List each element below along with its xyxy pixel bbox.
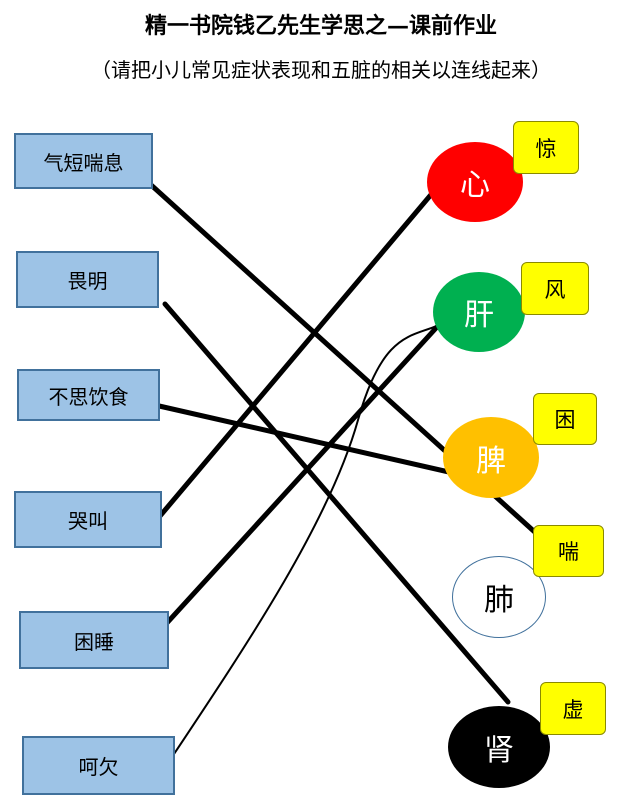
organ-tag-chuan: 喘 xyxy=(533,525,604,577)
organ-tag-jing: 惊 xyxy=(513,121,579,174)
line-busi-to-pi xyxy=(143,400,487,483)
organ-circle-shen: 肾 xyxy=(448,706,550,788)
symptom-box-busi-yinshi: 不思饮食 xyxy=(17,369,160,421)
symptom-box-weiming: 畏明 xyxy=(16,251,159,308)
organ-circle-gan: 肝 xyxy=(433,272,525,352)
organ-tag-xu: 虚 xyxy=(540,682,606,735)
organ-tag-feng: 风 xyxy=(521,262,589,315)
symptom-box-kunshui: 困睡 xyxy=(19,611,169,669)
organ-circle-fei: 肺 xyxy=(452,556,546,638)
symptom-box-haqian: 呵欠 xyxy=(22,736,175,795)
organ-circle-pi: 脾 xyxy=(443,417,539,498)
page-subtitle: （请把小儿常见症状表现和五脏的相关以连线起来） xyxy=(91,58,551,82)
symptom-box-kujiao: 哭叫 xyxy=(14,491,162,548)
organ-circle-xin: 心 xyxy=(427,142,523,222)
line-weiming-to-shen xyxy=(162,301,511,705)
line-kujiao-to-xin xyxy=(157,162,459,519)
organ-tag-kun: 困 xyxy=(533,393,597,445)
line-haqian-to-gan xyxy=(171,319,448,758)
line-kunshui-to-gan xyxy=(152,313,450,639)
symptom-box-qiduan-chuanxi: 气短喘息 xyxy=(14,133,153,189)
page-title: 精一书院钱乙先生学思之—课前作业 xyxy=(144,13,497,39)
